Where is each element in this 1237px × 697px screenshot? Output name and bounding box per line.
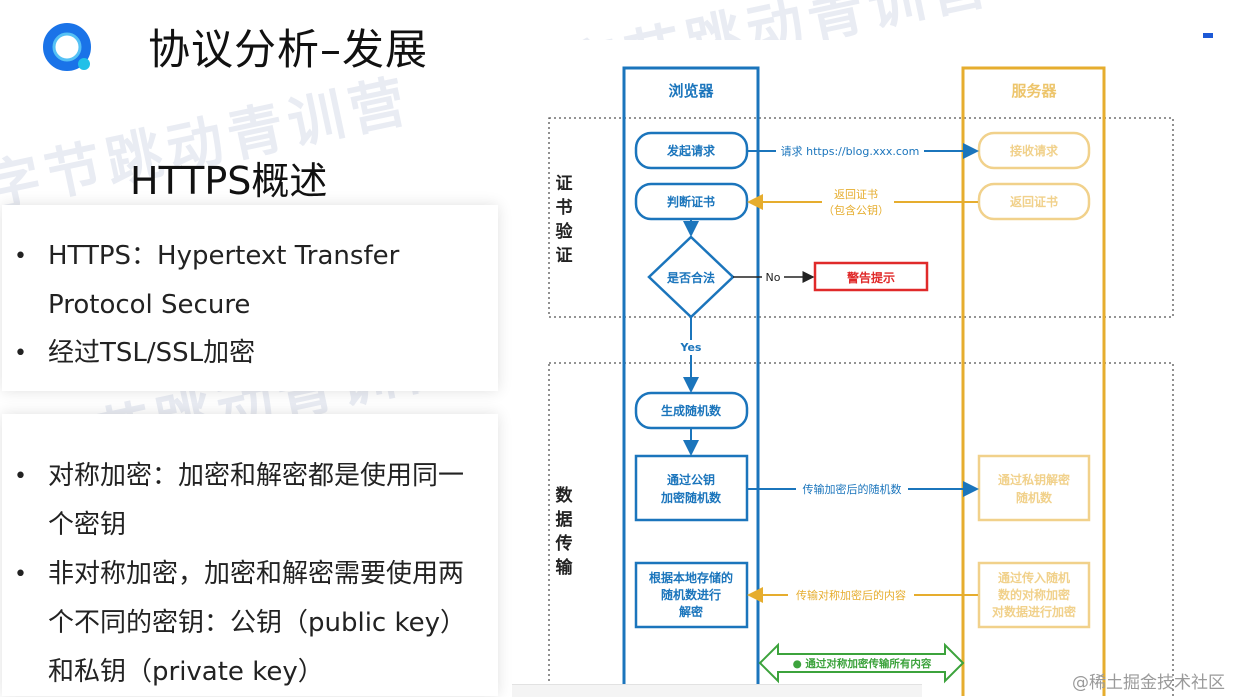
cert-verify-label-char: 证 (556, 174, 573, 194)
data-transfer-label-char: 传 (555, 533, 573, 554)
encrypt-random-text: 加密随机数 (660, 490, 722, 505)
encrypt-data-text: 通过传入随机 (998, 570, 1070, 585)
encrypt-data-node (977, 561, 1091, 629)
return-cert-text: 返回证书 (1010, 194, 1058, 209)
yes-label-bg (677, 340, 705, 355)
page-title: 协议分析–发展 (148, 25, 429, 74)
section-title: HTTPS概述 (130, 159, 328, 203)
data-transfer-label-char: 输 (556, 557, 574, 578)
gen-random-text: 生成随机数 (661, 403, 722, 418)
flow-diagram-svg: 浏览器 服务器 证 书 验 证 数 据 传 输 发起请求 判断证书 是否合法 生… (548, 66, 1174, 696)
send-random-label-bg (796, 481, 908, 497)
bottom-bar (512, 684, 922, 697)
decrypt-text: 随机数进行 (661, 587, 721, 602)
app-logo-icon (43, 23, 91, 71)
data-transfer-label-char: 据 (556, 509, 573, 530)
decrypt-random-node (977, 454, 1091, 522)
encrypt-data-text: 对数据进行加密 (992, 604, 1076, 619)
return-cert-label-bg (822, 186, 894, 218)
request-label-bg (776, 143, 924, 159)
symmetric-transfer-double-arrow (758, 642, 965, 684)
no-label: No (766, 271, 781, 284)
symmetric-transfer-label: ● 通过对称加密传输所有内容 (793, 657, 932, 670)
cert-verify-phase-box (548, 117, 1174, 318)
is-valid-text: 是否合法 (666, 270, 715, 285)
browser-lane-title: 浏览器 (668, 82, 714, 100)
request-label: 请求 https://blog.xxx.com (781, 145, 920, 158)
server-lane (961, 66, 1106, 696)
warning-node (813, 261, 929, 292)
return-cert-label: （包含公钥） (823, 203, 889, 217)
receive-request-node (977, 131, 1091, 170)
cert-verify-label-char: 验 (556, 221, 574, 242)
send-content-label-bg (788, 587, 914, 603)
warning-text: 警告提示 (846, 270, 895, 285)
return-cert-label: 返回证书 (834, 188, 878, 201)
no-label-bg (762, 270, 784, 284)
credit-watermark: @稀土掘金技术社区 (1072, 673, 1225, 693)
data-transfer-phase-box (548, 362, 1174, 696)
corner-mark (1203, 33, 1213, 38)
check-cert-text: 判断证书 (667, 194, 715, 209)
receive-request-text: 接收请求 (1010, 143, 1059, 158)
browser-lane (622, 66, 760, 696)
return-cert-node (977, 182, 1091, 221)
data-transfer-label-char: 数 (556, 485, 574, 506)
bullet-text: 经过TSL/SSL加密 (14, 329, 488, 378)
encrypt-random-text: 通过公钥 (667, 472, 715, 487)
decrypt-random-text: 随机数 (1016, 490, 1053, 505)
send-content-label: 传输对称加密后的内容 (796, 588, 906, 602)
encrypt-data-text: 数的对称加密 (998, 587, 1070, 602)
decrypt-random-text: 通过私钥解密 (998, 472, 1070, 487)
send-request-text: 发起请求 (666, 143, 716, 158)
yes-label: Yes (680, 341, 702, 354)
encrypt-random-node (634, 454, 749, 522)
decrypt-text: 根据本地存储的 (649, 570, 733, 585)
https-flow-diagram: 浏览器 服务器 证 书 验 证 数 据 传 输 发起请求 判断证书 是否合法 生… (512, 40, 1237, 696)
server-lane-title: 服务器 (1011, 82, 1057, 100)
send-random-label: 传输加密后的随机数 (803, 482, 902, 496)
cert-verify-label-char: 证 (556, 246, 573, 266)
decrypt-text: 解密 (679, 604, 703, 619)
cert-verify-label-char: 书 (556, 198, 573, 218)
